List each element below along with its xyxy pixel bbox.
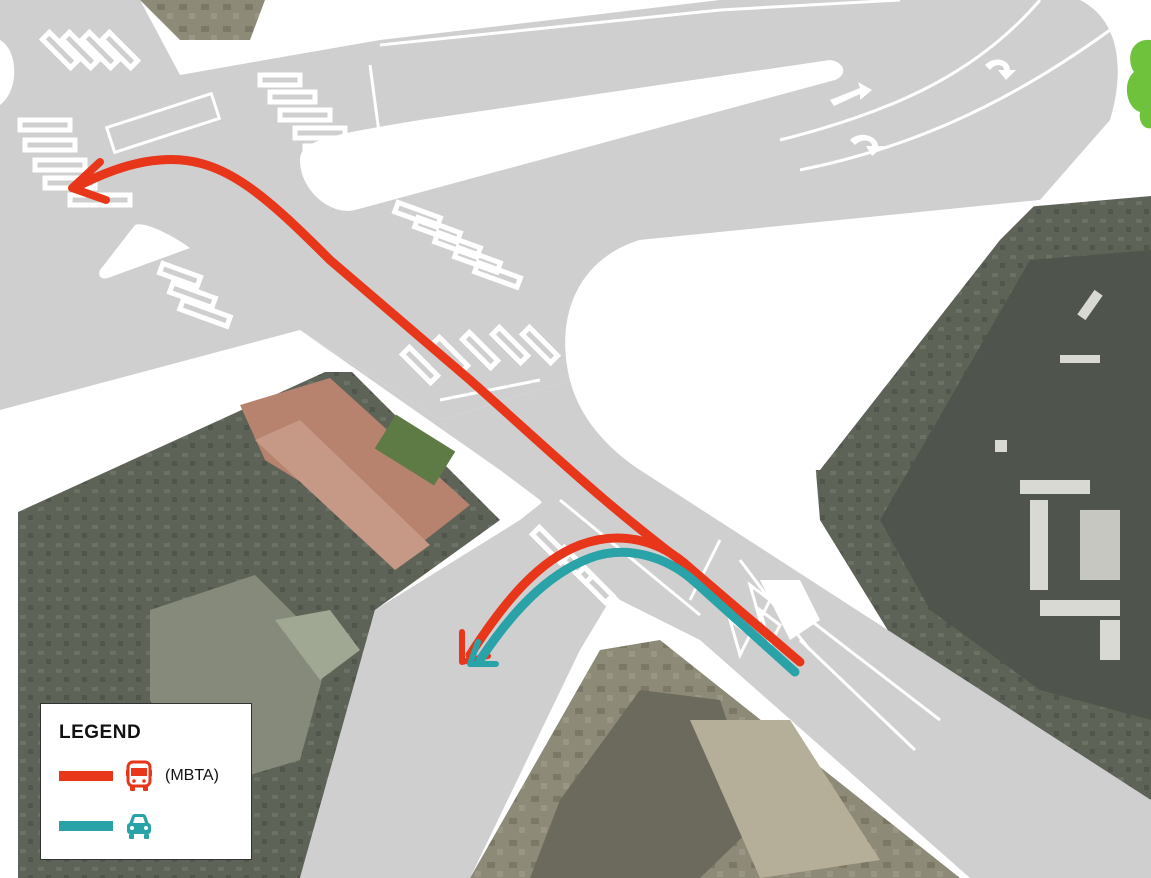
triangle-island-west [99, 224, 190, 279]
car-route-arrowhead [467, 639, 499, 667]
brick-plaza [240, 378, 470, 548]
lane-line-arterial-5 [799, 28, 1111, 172]
median-island-north [300, 60, 844, 211]
lane-line-arterial-3 [379, 68, 831, 142]
stop-bar-center [439, 378, 541, 402]
legend-swatch-bus [59, 771, 113, 781]
crosswalk-north-center [257, 72, 363, 159]
islands [0, 40, 1040, 640]
pavement-arrows [830, 59, 1016, 156]
bus-shelter-outline [104, 91, 222, 155]
lane-line-arterial-1 [379, 0, 901, 47]
northern-arterial [0, 0, 1118, 420]
arrow-uturn-marking-1 [985, 59, 1016, 80]
rooftop-units [995, 289, 1120, 660]
lane-line-diagonal-4 [688, 539, 722, 601]
legend-label-bus: (MBTA) [165, 767, 219, 784]
legend-swatch-car [59, 821, 113, 831]
bus-route-left-arrowhead [68, 158, 110, 204]
aerial-top-left [140, 0, 265, 40]
bus-icon [126, 760, 152, 791]
lane-line-diagonal-1 [559, 498, 701, 617]
crosswalk-top-left [38, 28, 142, 72]
bus-stop-pad [760, 580, 820, 640]
lane-line-arterial-4 [779, 0, 1042, 142]
lane-markings [104, 0, 1111, 752]
south-roof-light [690, 720, 880, 878]
arrow-uturn-marking-2 [850, 134, 884, 156]
lane-line-diagonal-3 [809, 618, 941, 722]
legend-title: LEGEND [59, 722, 142, 743]
map-legend: LEGEND (MBTA) [40, 703, 252, 860]
left-circle-edge [0, 40, 15, 105]
arrow-straight-marking [830, 82, 872, 106]
lane-line-diagonal-2 [798, 638, 917, 752]
brick-path [255, 420, 430, 570]
bus-route-southbound [465, 533, 695, 660]
car-route [467, 547, 800, 677]
legend-row-car [59, 808, 235, 844]
bus-route [68, 155, 805, 667]
rooftop-structure [275, 610, 360, 680]
aerial-background [18, 0, 1151, 878]
grass-strip [374, 414, 456, 486]
legend-row-bus: (MBTA) [59, 758, 235, 794]
crosswalk-east-arterial [391, 199, 524, 291]
crosswalk-southwest [156, 260, 234, 330]
lane-line-arterial-2 [368, 64, 382, 141]
car-route-line [475, 547, 800, 677]
corner-island-northeast [565, 200, 1040, 470]
car-icon [127, 814, 151, 839]
bus-route-left-turn [75, 155, 805, 667]
tree-canopy [1126, 39, 1151, 129]
